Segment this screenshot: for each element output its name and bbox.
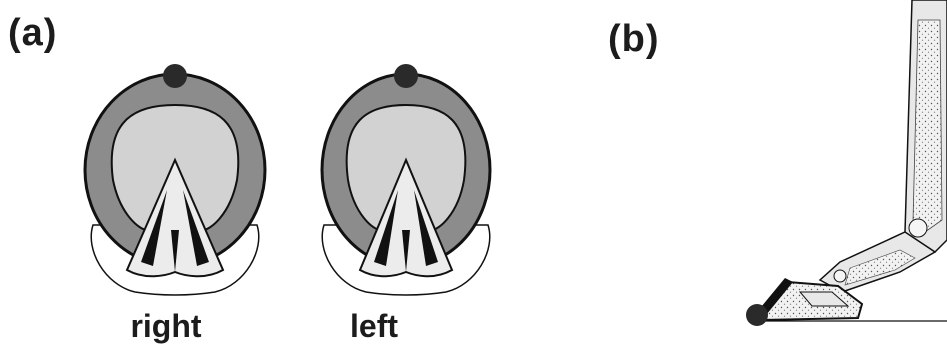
left-hoof-marker <box>394 64 418 88</box>
fetlock-joint <box>909 219 927 237</box>
left-hoof <box>322 64 490 295</box>
caption-left: left <box>294 310 454 342</box>
pastern-joint <box>834 270 846 282</box>
toe-marker <box>746 304 768 326</box>
caption-right: right <box>86 310 246 342</box>
right-hoof-marker <box>163 64 187 88</box>
limb-lateral-view <box>746 0 947 326</box>
cannon-bone-stipple <box>913 20 942 232</box>
right-hoof <box>85 64 265 295</box>
